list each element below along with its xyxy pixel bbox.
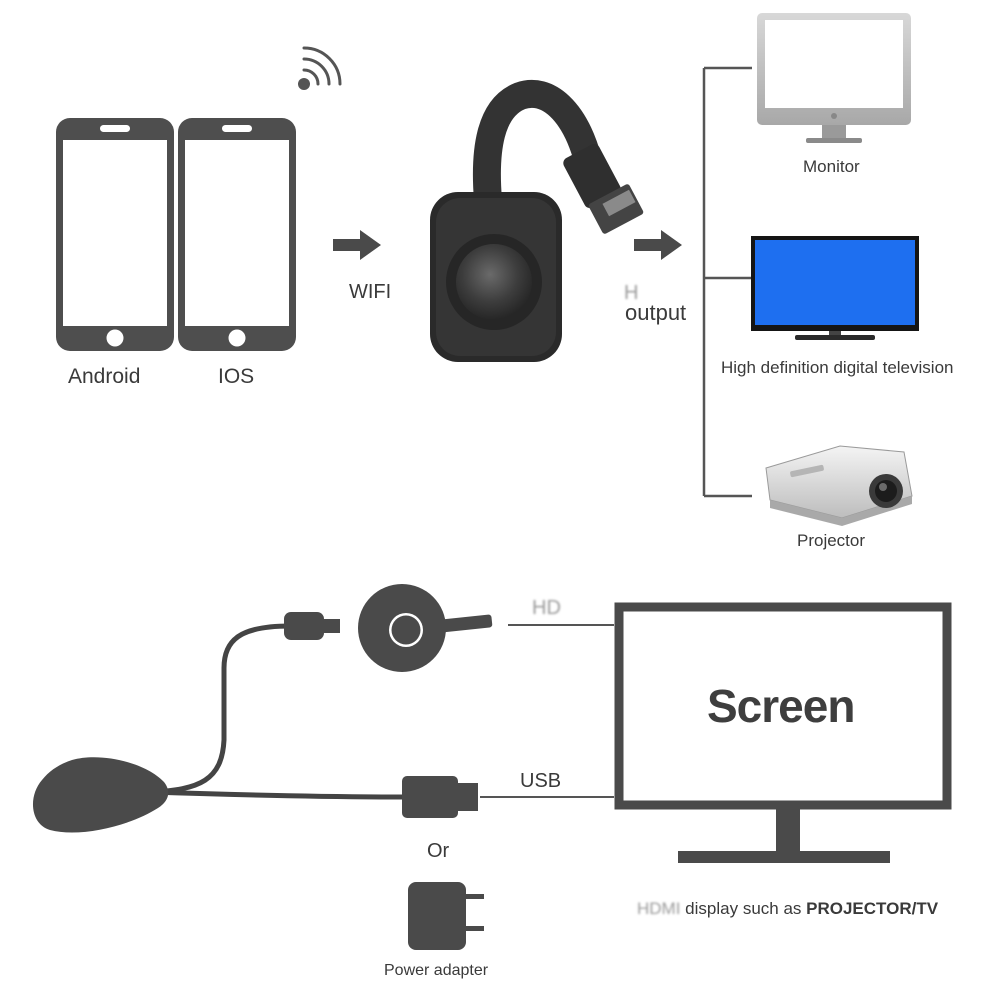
round-dongle-icon (358, 584, 493, 672)
cable-lines (147, 623, 408, 800)
arrow-right-icon (333, 230, 381, 260)
caption-text: display such as (680, 899, 807, 918)
micro-usb-connector-icon (284, 612, 340, 640)
monitor-icon (757, 13, 911, 143)
television-icon (751, 236, 919, 340)
projector-icon (765, 445, 913, 526)
arrow-right-icon (634, 230, 682, 260)
television-label: High definition digital television (721, 358, 954, 377)
output-connector-lines (702, 66, 752, 498)
android-label: Android (68, 365, 141, 388)
ios-label: IOS (218, 365, 255, 388)
caption-bold: PROJECTOR/TV (806, 899, 939, 918)
output-label: output (625, 300, 687, 325)
usb-label: USB (520, 770, 562, 792)
or-label: Or (427, 840, 450, 862)
hdmi-dongle-icon (430, 80, 644, 362)
screen-monitor-icon (614, 602, 952, 863)
ios-phone-icon (178, 118, 296, 351)
screen-label: Screen (707, 680, 855, 732)
power-adapter-label: Power adapter (384, 962, 489, 979)
caption-prefix: HDMI (637, 899, 681, 918)
wifi-label: WIFI (349, 281, 392, 303)
hdmi-label: HD (532, 597, 561, 619)
output-prefix-label: H (624, 282, 639, 304)
android-phone-icon (56, 118, 174, 351)
display-caption: HDMI display such as PROJECTOR/TV (637, 900, 938, 917)
usb-connector-icon (402, 776, 478, 818)
power-plug-icon (32, 757, 169, 833)
monitor-label: Monitor (803, 157, 860, 176)
projector-label: Projector (797, 531, 866, 550)
power-adapter-icon (408, 882, 484, 950)
wifi-signal-icon (298, 46, 342, 90)
